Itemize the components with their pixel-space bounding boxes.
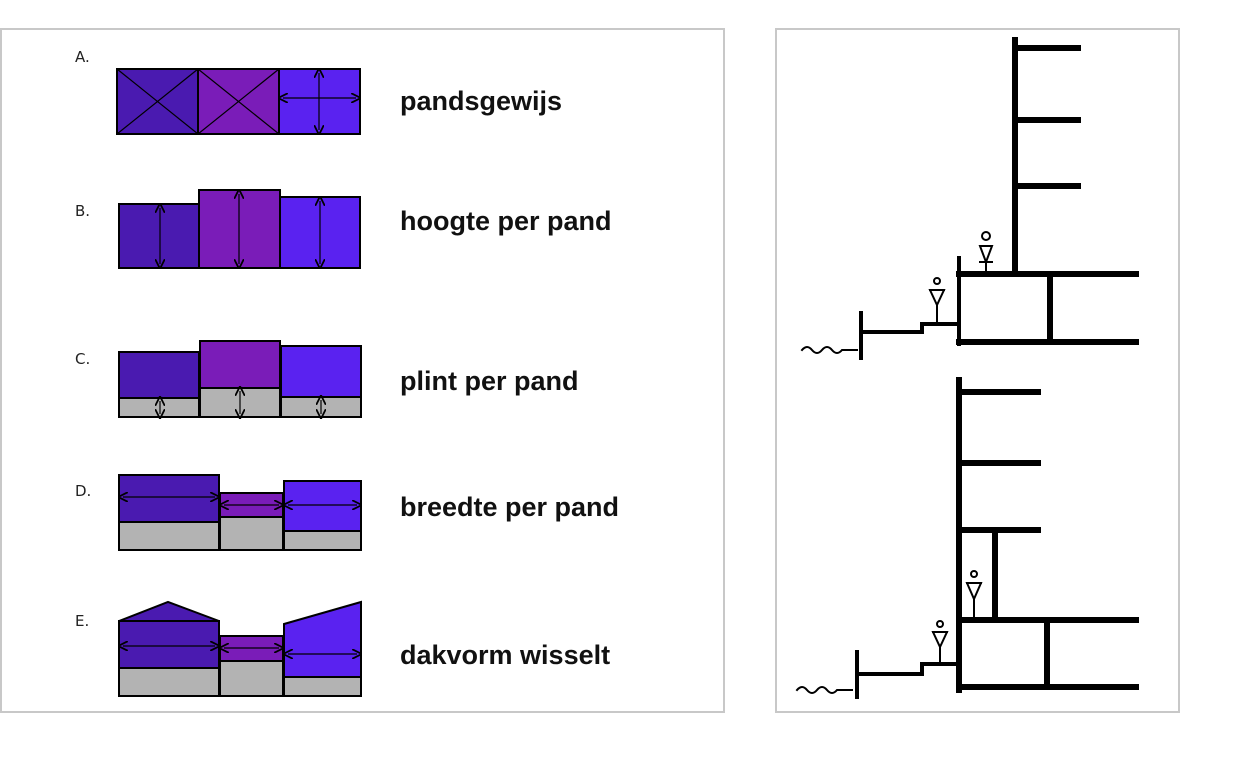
- person-icon: [978, 231, 994, 273]
- person-icon: [965, 570, 983, 617]
- row-c-blocks: [118, 340, 362, 417]
- caption-plint-per-pand: plint per pand: [400, 366, 579, 396]
- row-letter-c: C.: [75, 350, 91, 368]
- caption-dakvorm-wisselt: dakvorm wisselt: [400, 640, 611, 670]
- row-a-blocks: [116, 68, 361, 135]
- row-d-blocks: [118, 474, 362, 551]
- caption-breedte-per-pand: breedte per pand: [400, 492, 620, 522]
- row-letter-e: E.: [75, 612, 90, 630]
- caption-pandsgewijs: pandsgewijs: [400, 86, 563, 116]
- row-letter-d: D.: [75, 482, 92, 500]
- person-icon: [931, 620, 949, 663]
- row-letter-b: B.: [75, 202, 91, 220]
- section-top: [800, 37, 1139, 360]
- person-icon: [928, 277, 946, 323]
- section-diagram-panel: [775, 28, 1180, 713]
- row-letter-a: A.: [75, 48, 90, 66]
- section-bottom: [795, 377, 1139, 699]
- row-e-blocks: [118, 600, 362, 697]
- caption-hoogte-per-pand: hoogte per pand: [400, 206, 612, 236]
- row-b-blocks: [118, 189, 361, 269]
